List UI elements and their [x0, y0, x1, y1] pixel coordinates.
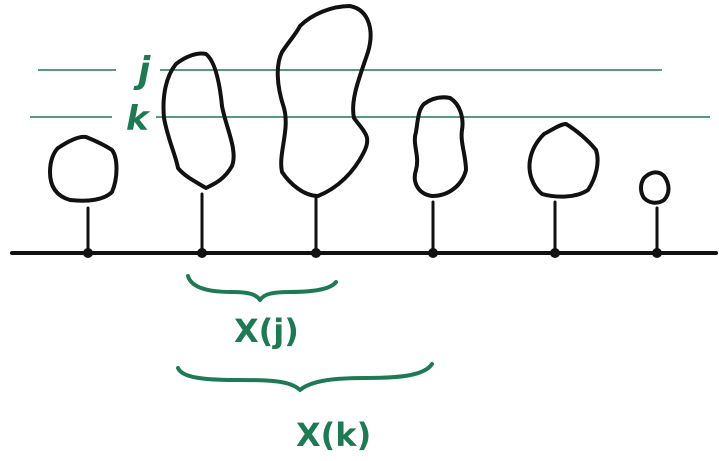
tree-2-node [197, 248, 207, 258]
tree-4-node [428, 248, 438, 258]
level-label-k: k [126, 99, 151, 139]
tree-3 [275, 4, 373, 258]
tree-2 [161, 51, 236, 258]
tree-6-node [652, 248, 662, 258]
tree-4 [412, 95, 468, 258]
tree-1-node [83, 248, 93, 258]
tree-3-node [311, 248, 321, 258]
tree-4-crown [412, 95, 468, 198]
level-label-j: j [133, 50, 151, 91]
tree-5-crown [527, 122, 600, 199]
brace-x-k [176, 362, 434, 392]
tree-3-crown [275, 4, 373, 198]
tree-1 [48, 134, 119, 258]
tree-6-crown [639, 170, 671, 205]
brace-label-x-k: X(k) [296, 416, 371, 454]
tree-1-crown [48, 134, 119, 203]
tree-5 [527, 122, 600, 258]
level-lines [30, 69, 710, 118]
brace-label-x-j: X(j) [234, 312, 299, 350]
tree-5-node [550, 248, 560, 258]
brace-x-j [186, 274, 338, 302]
tree-2-crown [161, 51, 236, 190]
tree-6 [639, 170, 671, 258]
